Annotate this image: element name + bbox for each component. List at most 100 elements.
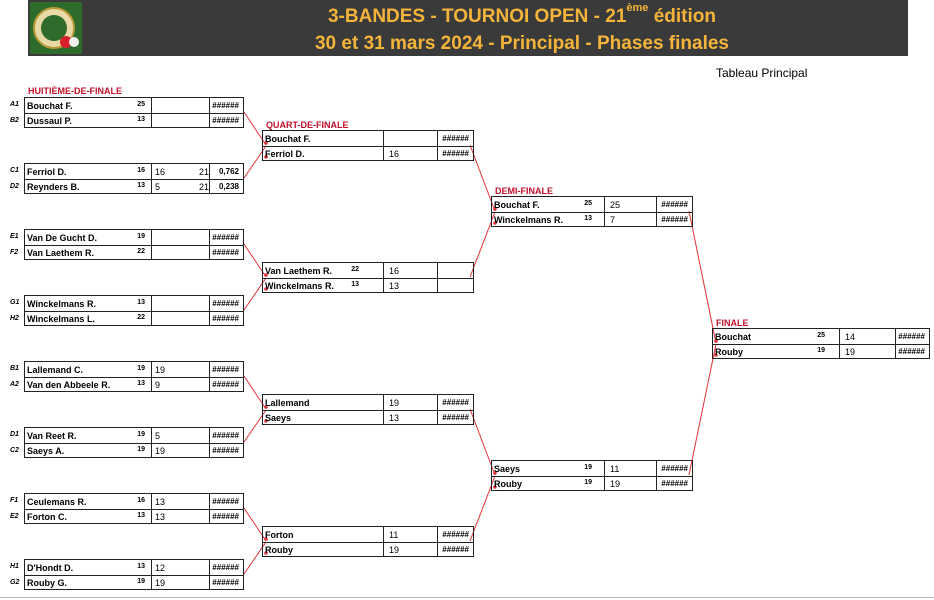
- page-subtitle: 30 et 31 mars 2024 - Principal - Phases …: [314, 33, 729, 54]
- result: ######: [212, 233, 239, 242]
- result: ######: [442, 545, 469, 554]
- player-name[interactable]: Winckelmans R.: [494, 215, 563, 225]
- player-name[interactable]: Rouby: [715, 347, 743, 357]
- handicap: 19: [137, 446, 145, 453]
- page-title: 3-BANDES - TOURNOI OPEN - 21ème édition: [327, 2, 716, 27]
- player-name[interactable]: Bouchat F.: [27, 101, 73, 111]
- result: ######: [212, 116, 239, 125]
- cell-divider: [151, 98, 152, 127]
- result: ######: [212, 563, 239, 572]
- player-name[interactable]: Ferriol D.: [27, 167, 67, 177]
- player-name[interactable]: Van den Abbeele R.: [27, 380, 111, 390]
- seed-label: E1: [10, 233, 19, 240]
- player-name[interactable]: Rouby: [265, 545, 293, 555]
- score: 12: [155, 563, 166, 573]
- bracket-line: [469, 475, 496, 542]
- result: 0,762: [218, 167, 239, 176]
- player-name[interactable]: Winckelmans L.: [27, 314, 95, 324]
- bracket-marker: [493, 207, 497, 211]
- player-row: Saeys 13 ######: [263, 410, 473, 425]
- player-name[interactable]: Winckelmans R.: [27, 299, 96, 309]
- player-name[interactable]: Saeys A.: [27, 446, 65, 456]
- result: ######: [212, 101, 239, 110]
- player-row: Dussaul P.13######: [25, 113, 243, 128]
- cell-divider: [437, 527, 438, 556]
- handicap: 19: [137, 578, 145, 585]
- seed-label: G2: [10, 579, 20, 586]
- player-name[interactable]: Ferriol D.: [265, 149, 305, 159]
- player-name[interactable]: Van Laethem R.: [265, 266, 333, 276]
- player-name[interactable]: Bouchat: [715, 332, 751, 342]
- seed-label: C1: [10, 167, 19, 174]
- player-name[interactable]: Rouby: [494, 479, 522, 489]
- player-name[interactable]: Bouchat F.: [494, 200, 540, 210]
- player-name[interactable]: Saeys: [265, 413, 292, 423]
- player-name[interactable]: D'Hondt D.: [27, 563, 74, 573]
- handicap: 19: [137, 431, 145, 438]
- cell-divider: [151, 494, 152, 523]
- round-label-r16: HUITIÈME-DE-FINALE: [28, 86, 122, 96]
- result: ######: [442, 413, 469, 422]
- player-name[interactable]: Lallemand C.: [27, 365, 84, 375]
- score: 16: [155, 167, 166, 177]
- result: ######: [898, 347, 925, 356]
- bracket-marker: [264, 405, 268, 409]
- qf-match: Forton 11 ###### Rouby 19 ######: [262, 526, 474, 557]
- player-name[interactable]: Van Reet R.: [27, 431, 77, 441]
- player-name[interactable]: Reynders B.: [27, 182, 80, 192]
- player-name[interactable]: Forton: [265, 530, 294, 540]
- score: 13: [389, 413, 400, 423]
- cell-divider: [209, 98, 210, 127]
- bracket-line: [688, 343, 717, 476]
- seed-label: C2: [10, 447, 19, 454]
- player-row: Bouchat F.25######: [25, 98, 243, 114]
- player-name[interactable]: Winckelmans R.: [265, 281, 334, 291]
- result: ######: [212, 431, 239, 440]
- score: 11: [610, 464, 620, 474]
- cell-divider: [437, 263, 438, 292]
- score: 11: [389, 530, 399, 540]
- player-name[interactable]: Ceulemans R.: [27, 497, 87, 507]
- result: ######: [212, 314, 239, 323]
- player-row: Van Laethem R.22######: [25, 245, 243, 260]
- player-name[interactable]: Saeys: [494, 464, 521, 474]
- cell-divider: [383, 395, 384, 424]
- score: 5: [155, 431, 161, 441]
- seed-label: D1: [10, 431, 19, 438]
- player-name[interactable]: Lallemand: [265, 398, 310, 408]
- result: ######: [212, 248, 239, 257]
- handicap: 19: [137, 365, 145, 372]
- score: 19: [155, 578, 166, 588]
- cell-divider: [656, 461, 657, 490]
- player-name[interactable]: Dussaul P.: [27, 116, 72, 126]
- handicap: 13: [137, 563, 145, 570]
- seed-label: B2: [10, 117, 19, 124]
- player-name[interactable]: Van De Gucht D.: [27, 233, 98, 243]
- handicap: 13: [137, 512, 145, 519]
- cell-divider: [209, 362, 210, 391]
- score: 13: [155, 497, 166, 507]
- player-name[interactable]: Rouby G.: [27, 578, 67, 588]
- player-name[interactable]: Forton C.: [27, 512, 67, 522]
- player-row: Bouchat F.######: [263, 131, 473, 147]
- seed-label: B1: [10, 365, 19, 372]
- handicap: 13: [584, 215, 592, 222]
- result: ######: [442, 530, 469, 539]
- cell-divider: [151, 362, 152, 391]
- bracket-marker: [493, 221, 497, 225]
- cell-divider: [383, 527, 384, 556]
- player-row: Winckelmans R.13######: [25, 296, 243, 312]
- player-name[interactable]: Van Laethem R.: [27, 248, 95, 258]
- score: 19: [389, 545, 400, 555]
- player-name[interactable]: Bouchat F.: [265, 134, 311, 144]
- result: ######: [212, 497, 239, 506]
